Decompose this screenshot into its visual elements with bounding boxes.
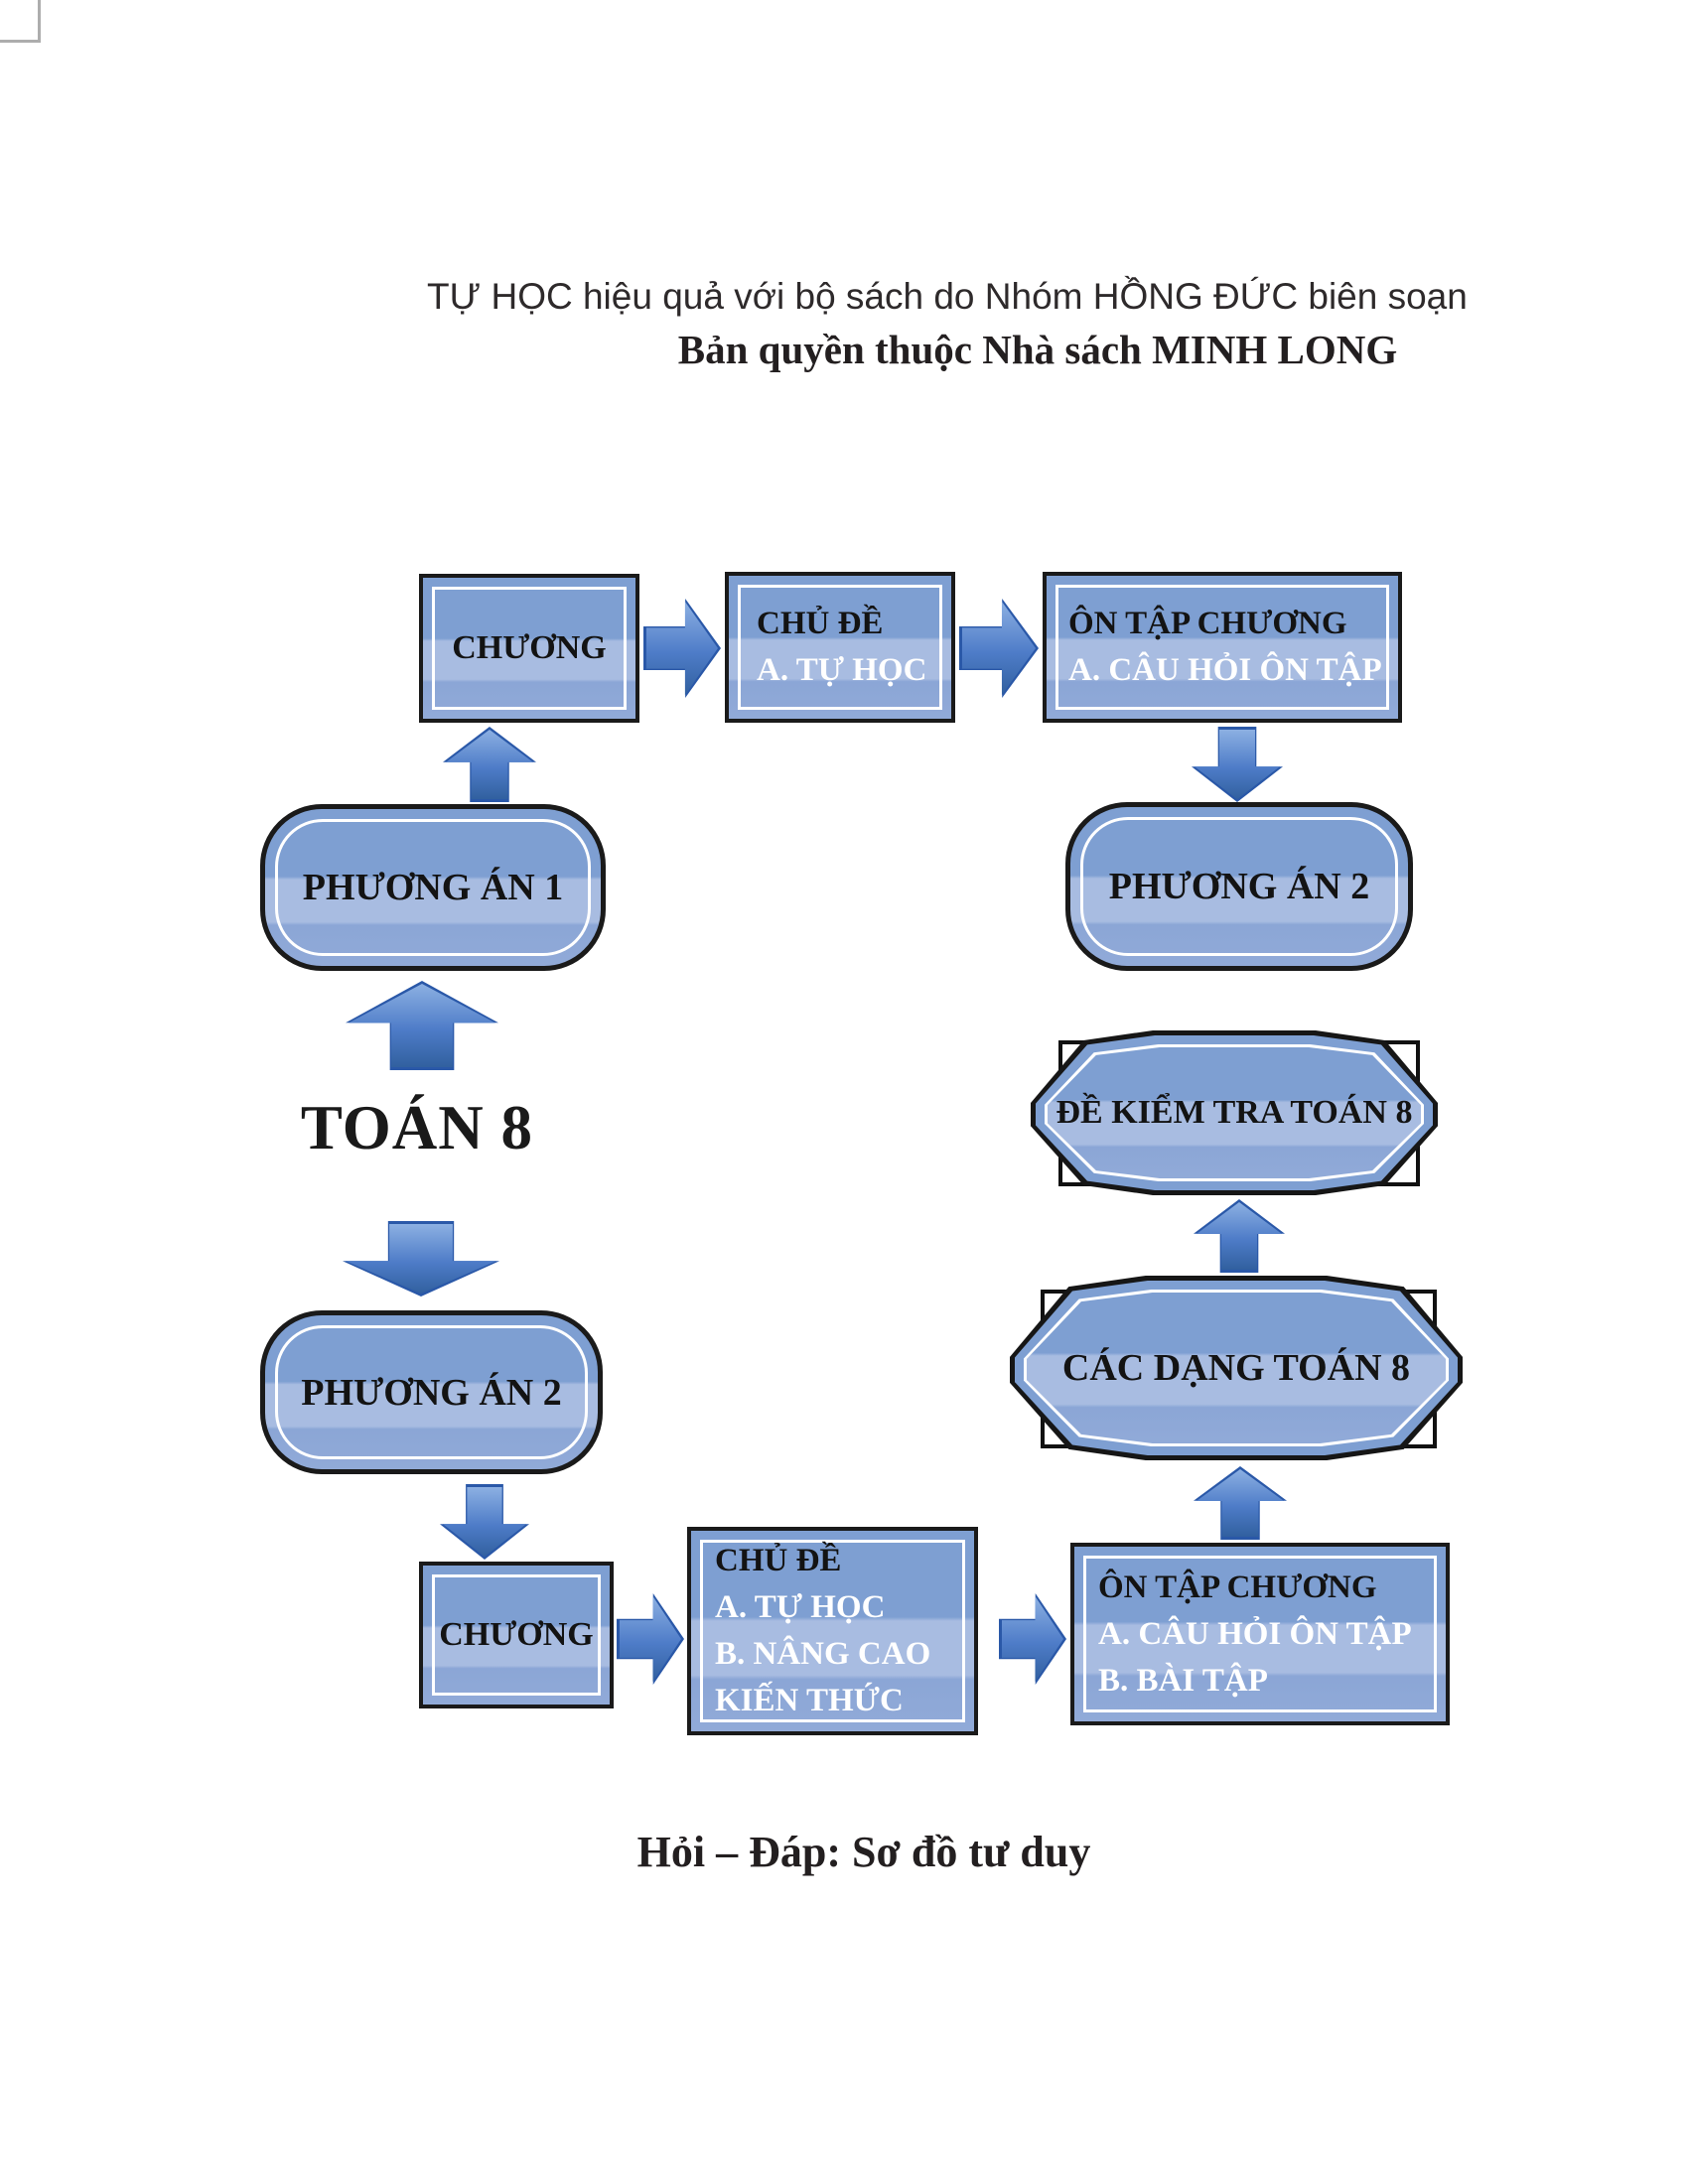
node-cac-dang: CÁC DẠNG TOÁN 8 [1010,1276,1463,1460]
node-item-b: B. BÀI TẬP [1098,1662,1268,1699]
toan8-label: TOÁN 8 [300,1093,534,1162]
node-title: PHƯƠNG ÁN 2 [1108,866,1370,907]
arrow-down-ontap-to-phuong-an-2-icon [1192,727,1283,802]
header-line-1: TỰ HỌC hiệu quả với bộ sách do Nhóm HỒNG… [427,276,1468,317]
arrow-up-phuong-an-1-to-chuong-icon [443,727,536,802]
node-ontap-top: ÔN TẬP CHƯƠNG A. CÂU HỎI ÔN TẬP [1043,572,1402,723]
crop-mark-vertical [38,0,41,42]
node-ontap-bottom: ÔN TẬP CHƯƠNG A. CÂU HỎI ÔN TẬP B. BÀI T… [1070,1543,1450,1725]
arrow-right-chude-top-to-ontap-top-icon [959,599,1039,698]
crop-mark-horizontal [0,40,41,43]
arrow-down-toan8-to-phuong-an-2-icon [343,1221,499,1297]
node-title: CHƯƠNG [439,1616,594,1653]
node-item-a: A. CÂU HỎI ÔN TẬP [1098,1615,1412,1652]
node-title: CHƯƠNG [452,629,607,666]
arrow-right-chuong-bottom-to-chude-bottom-icon [617,1593,684,1685]
node-title: CHỦ ĐỀ [757,606,884,641]
node-title: PHƯƠNG ÁN 2 [301,1371,562,1414]
node-title: ÔN TẬP CHƯƠNG [1098,1569,1377,1605]
node-phuong-an-2-right: PHƯƠNG ÁN 2 [1065,802,1413,971]
arrow-down-phuong-an-2-to-chuong-icon [440,1484,529,1560]
arrow-up-toan8-to-phuong-an-1-icon [346,981,498,1070]
node-title: ÔN TẬP CHƯƠNG [1068,606,1347,641]
node-item-a: A. TỰ HỌC [757,652,927,688]
node-phuong-an-2-left: PHƯƠNG ÁN 2 [260,1310,603,1474]
node-title: ĐỀ KIỂM TRA TOÁN 8 [1055,1094,1413,1131]
node-de-kiem-tra: ĐỀ KIỂM TRA TOÁN 8 [1031,1030,1438,1195]
node-item-b: B. NÂNG CAO KIẾN THỨC [715,1636,931,1718]
arrow-up-cac-dang-to-de-kiem-tra-icon [1194,1199,1285,1273]
node-chuong-bottom: CHƯƠNG [419,1562,614,1708]
page-caption: Hỏi – Đáp: Sơ đồ tư duy [636,1828,1091,1876]
node-title: CHỦ ĐỀ [715,1543,842,1578]
node-chuong-top: CHƯƠNG [419,574,639,723]
arrow-right-chuong-top-to-chude-top-icon [643,599,721,698]
arrow-right-chude-bottom-to-ontap-bottom-icon [999,1593,1066,1685]
header-line-2: Bản quyền thuộc Nhà sách MINH LONG [677,327,1398,372]
node-title: PHƯƠNG ÁN 1 [302,867,564,908]
node-item-a: A. CÂU HỎI ÔN TẬP [1068,652,1382,688]
node-item-a: A. TỰ HỌC [715,1589,886,1625]
node-phuong-an-1: PHƯƠNG ÁN 1 [260,804,606,971]
node-chude-bottom: CHỦ ĐỀ A. TỰ HỌC B. NÂNG CAO KIẾN THỨC [687,1527,978,1735]
node-chude-top: CHỦ ĐỀ A. TỰ HỌC [725,572,955,723]
arrow-up-ontap-to-cac-dang-icon [1194,1466,1287,1540]
node-title: CÁC DẠNG TOÁN 8 [1061,1347,1411,1389]
